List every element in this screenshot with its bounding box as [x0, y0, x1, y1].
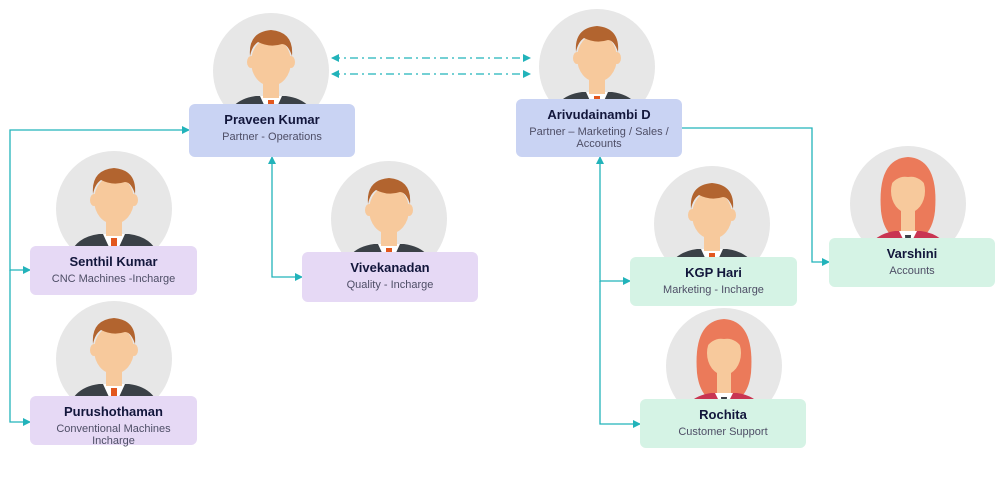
card-arivu: Arivudainambi D Partner – Marketing / Sal… — [516, 99, 682, 157]
connector-praveen-senthil — [9, 126, 190, 274]
connector-arivu-kgp — [596, 156, 631, 285]
connector-arivu-rochita — [599, 281, 641, 428]
person-name: Senthil Kumar — [69, 254, 158, 269]
person-name: Arivudainambi D — [547, 107, 651, 122]
person-name: Praveen Kumar — [224, 112, 320, 127]
person-name: Vivekanadan — [350, 260, 430, 275]
person-role: CNC Machines -Incharge — [51, 273, 176, 285]
person-name: Purushothaman — [64, 404, 163, 419]
person-name: KGP Hari — [685, 265, 742, 280]
connector-praveen-puru — [9, 270, 31, 426]
person-role: Customer Support — [678, 426, 768, 438]
person-role: Partner – Marketing / Sales / Accounts — [529, 126, 669, 150]
connector-arivu-varshini — [682, 127, 830, 266]
person-name: Varshini — [886, 246, 938, 261]
person-role: Conventional Machines Incharge — [56, 423, 171, 447]
person-role: Accounts — [889, 265, 935, 277]
person-role: Marketing - Incharge — [663, 284, 764, 296]
connector-praveen-vivek — [268, 156, 303, 281]
person-role: Quality - Incharge — [346, 279, 434, 291]
person-role: Partner - Operations — [222, 131, 322, 143]
person-name: Rochita — [699, 407, 747, 422]
